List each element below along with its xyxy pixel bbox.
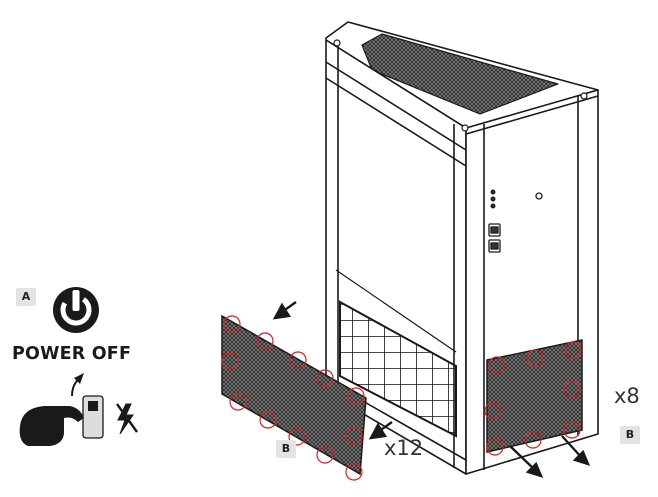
side-filter-badge: B [620,426,640,444]
no-power-icon [116,403,138,435]
arrow-icon [272,301,393,440]
step-a-badge: A [16,288,36,306]
front-filter-badge: B [276,440,296,458]
side-filter-removed [221,301,393,481]
power-icon [53,287,99,333]
front-filter-mounted [484,339,591,478]
side-grill [339,300,457,438]
power-off-label: POWER OFF [12,344,132,364]
screw-markers-front [484,341,582,456]
screw-markers-side [221,315,365,481]
side-filter-screw-count: x8 [614,384,640,408]
control-panel [488,189,543,253]
hand-switch-icon [19,373,104,446]
knob-icon [535,192,543,200]
arrow-icon [509,435,591,478]
top-vent-mesh [361,33,559,115]
indicator-light [490,189,496,195]
front-filter-screw-count: x12 [384,436,424,460]
